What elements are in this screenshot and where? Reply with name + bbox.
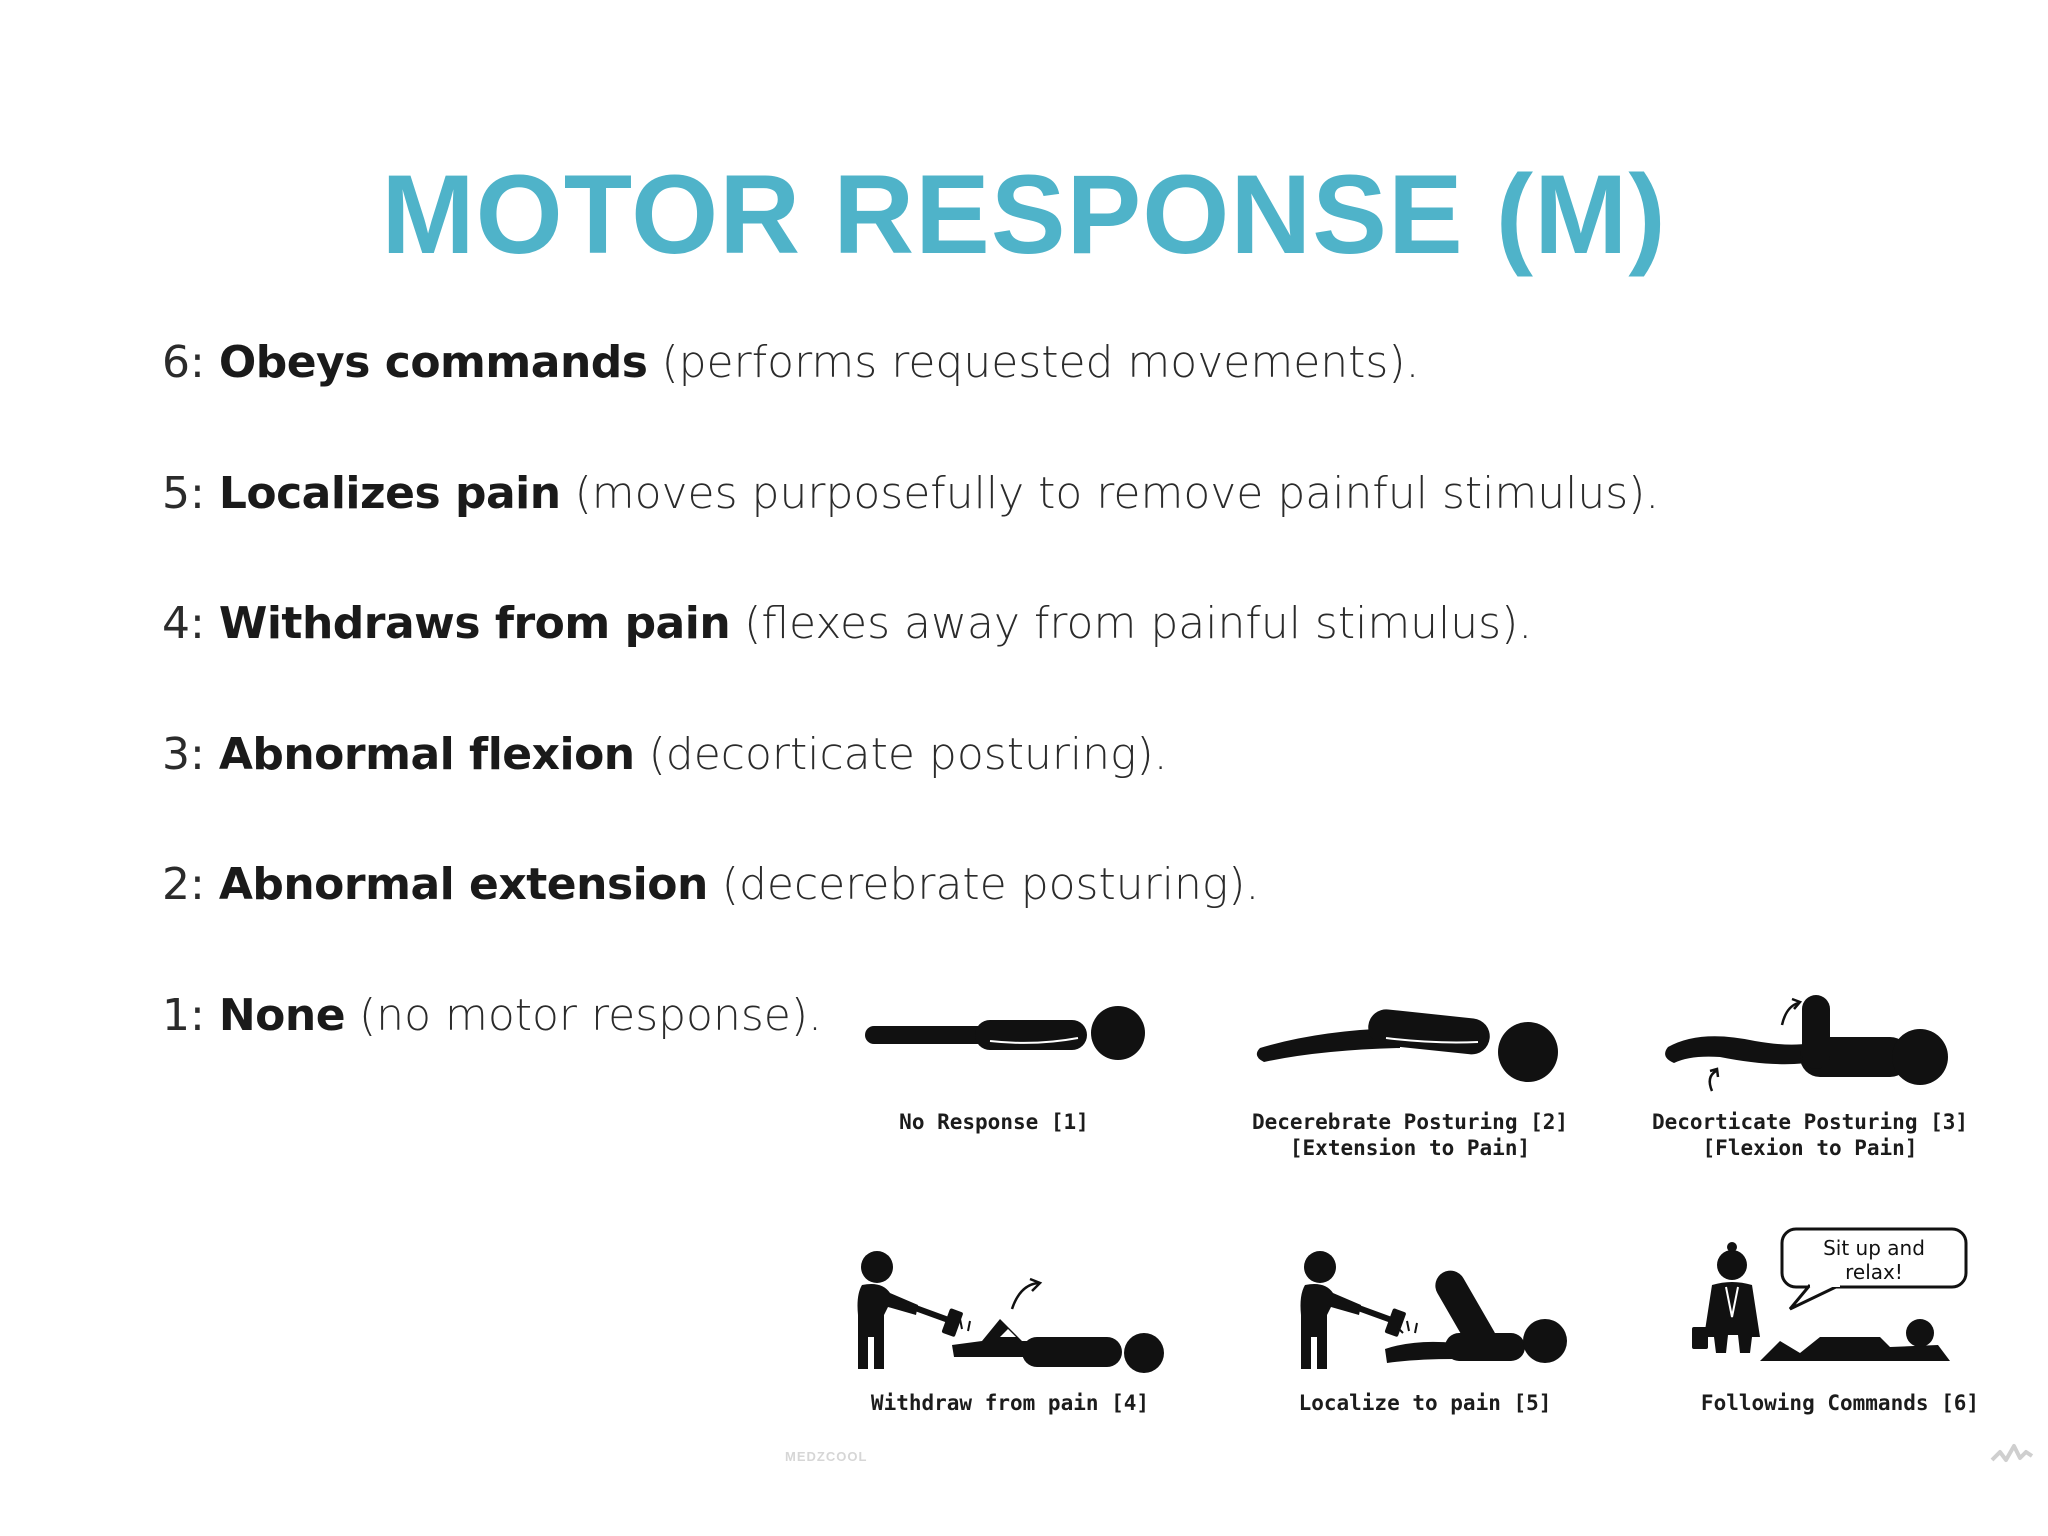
- item-number: 2:: [162, 859, 219, 910]
- item-description: (decerebrate posturing).: [707, 859, 1260, 910]
- item-description: (performs requested movements).: [647, 337, 1420, 388]
- list-item: 3: Abnormal flexion (decorticate posturi…: [162, 727, 1659, 858]
- localize-caption: Localize to pain [5]: [1245, 1390, 1605, 1416]
- withdraw-caption: Withdraw from pain [4]: [830, 1390, 1190, 1416]
- speech-line: Sit up and: [1823, 1236, 1925, 1260]
- caption-line: [Extension to Pain]: [1289, 1136, 1531, 1160]
- logo-icon: [1990, 1444, 2034, 1462]
- decorticate-figure: [1665, 995, 1948, 1092]
- localize-figure: [1300, 1251, 1567, 1369]
- item-term: Obeys commands: [218, 337, 648, 388]
- item-number: 1:: [162, 989, 219, 1041]
- list-item: 6: Obeys commands (performs requested mo…: [162, 335, 1659, 466]
- list-item: 4: Withdraws from pain (flexes away from…: [162, 596, 1659, 727]
- item-description: (flexes away from painful stimulus).: [730, 598, 1533, 649]
- speech-line: relax!: [1845, 1260, 1903, 1284]
- decorticate-caption: Decorticate Posturing [3] [Flexion to Pa…: [1630, 1109, 1990, 1161]
- list-item: 1: None (no motor response).: [162, 988, 1659, 1119]
- commands-caption: Following Commands [6]: [1660, 1390, 2020, 1416]
- caption-line: Decorticate Posturing [3]: [1651, 1110, 1969, 1134]
- caption-line: Localize to pain [5]: [1298, 1391, 1552, 1415]
- caption-line: Withdraw from pain [4]: [870, 1391, 1150, 1415]
- page-title: MOTOR RESPONSE (M): [381, 152, 1667, 277]
- item-term: Withdraws from pain: [218, 598, 731, 649]
- item-description: (decorticate posturing).: [634, 728, 1168, 780]
- caption-line: Decerebrate Posturing [2]: [1251, 1110, 1569, 1134]
- list-item: 2: Abnormal extension (decerebrate postu…: [162, 857, 1659, 988]
- commands-figure: Sit up and relax!: [1692, 1227, 1968, 1361]
- motor-response-list: 6: Obeys commands (performs requested mo…: [162, 335, 1659, 1118]
- decerebrate-caption: Decerebrate Posturing [2] [Extension to …: [1230, 1109, 1590, 1161]
- item-term: None: [218, 989, 346, 1041]
- list-item: 5: Localizes pain (moves purposefully to…: [162, 466, 1659, 597]
- item-number: 6:: [162, 337, 219, 388]
- item-term: Abnormal extension: [218, 859, 709, 910]
- caption-line: No Response [1]: [899, 1110, 1089, 1134]
- caption-line: [Flexion to Pain]: [1702, 1136, 1918, 1160]
- no-response-caption: No Response [1]: [814, 1109, 1174, 1135]
- item-number: 4:: [162, 598, 219, 649]
- item-description: (no motor response).: [345, 989, 823, 1041]
- item-number: 5:: [162, 467, 219, 519]
- item-term: Localizes pain: [218, 467, 561, 519]
- decerebrate-figure: [1256, 1009, 1558, 1082]
- item-description: (moves purposefully to remove painful st…: [560, 467, 1660, 519]
- item-number: 3:: [162, 728, 219, 780]
- withdraw-figure: [857, 1251, 1164, 1373]
- watermark: MEDZCOOL: [785, 1449, 868, 1464]
- item-term: Abnormal flexion: [218, 728, 635, 780]
- caption-line: Following Commands [6]: [1700, 1391, 1980, 1415]
- no-response-figure: [865, 1006, 1145, 1060]
